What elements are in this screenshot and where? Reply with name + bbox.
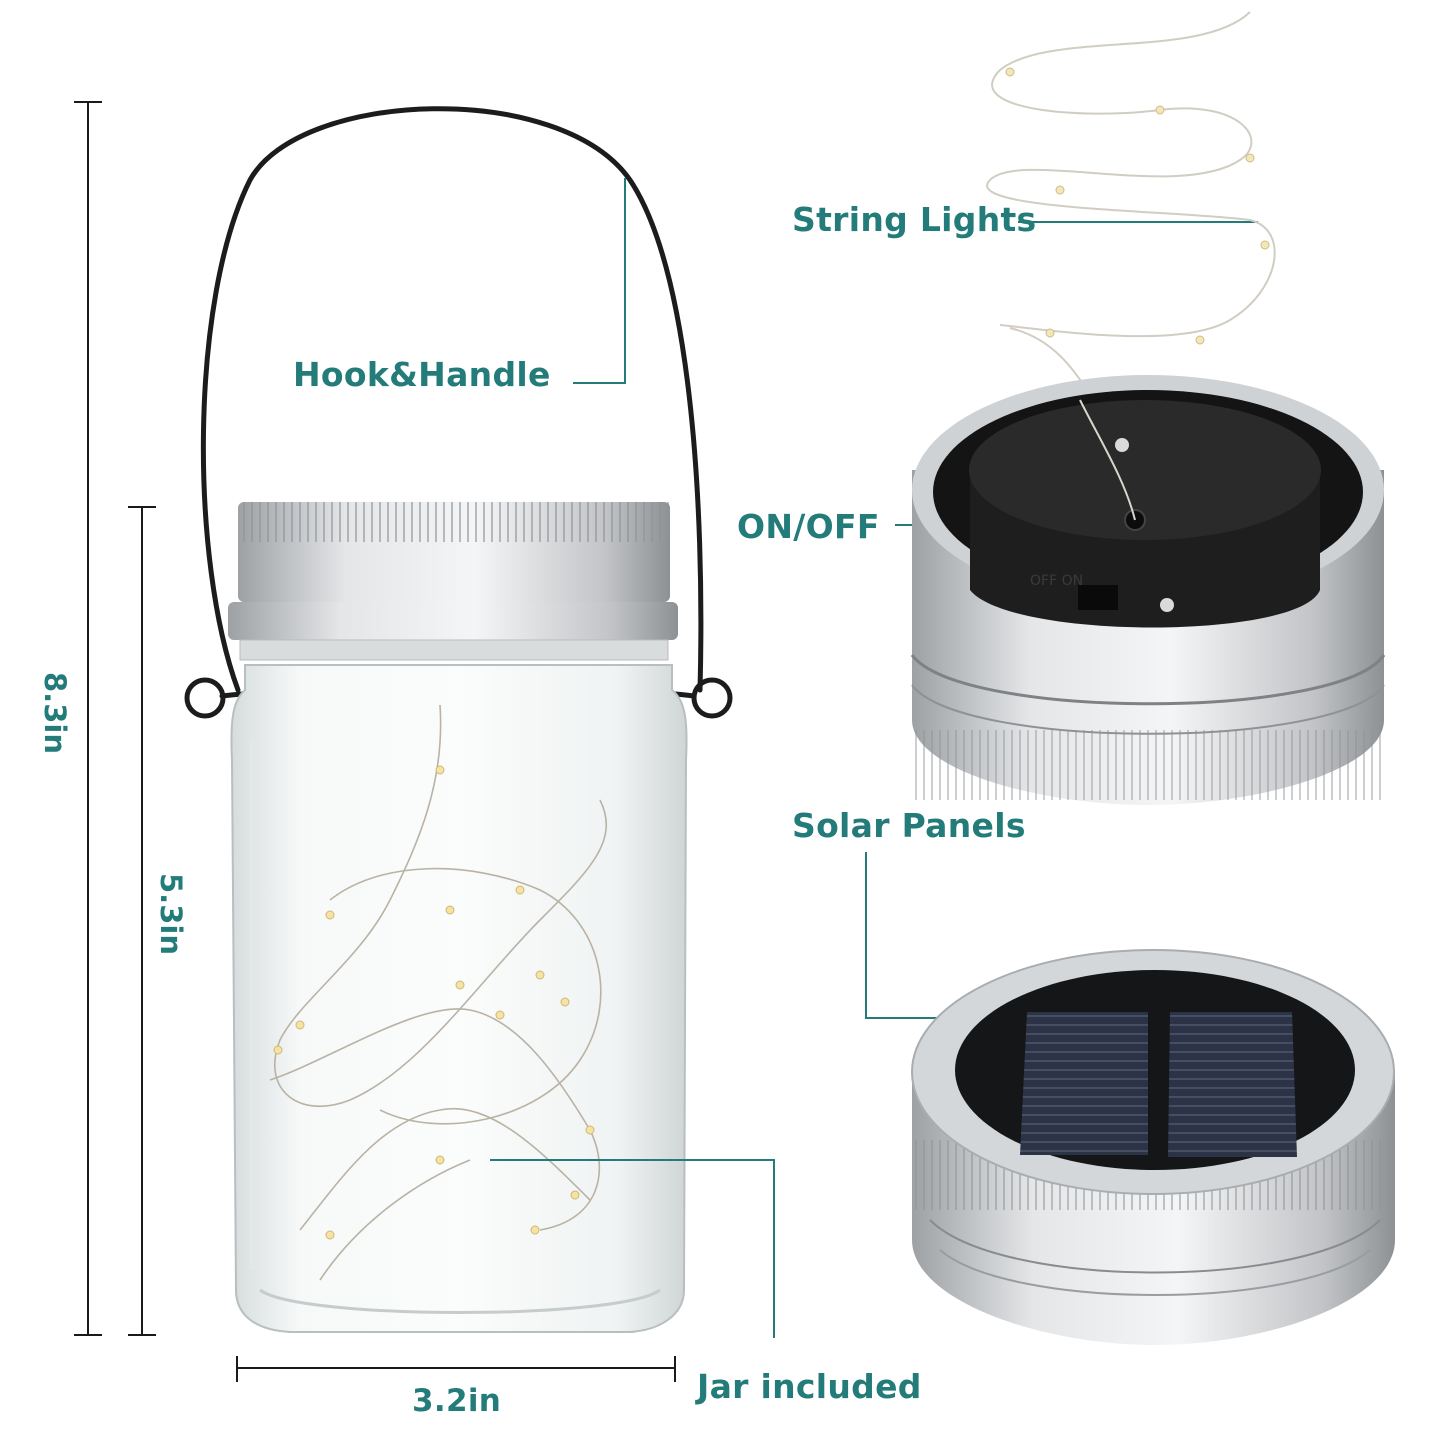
dimension-lines bbox=[74, 101, 676, 1382]
solar-lid bbox=[911, 949, 1395, 1345]
jar-height-label: 5.3in bbox=[154, 873, 188, 955]
hook-handle-label: Hook&Handle bbox=[293, 355, 551, 394]
glass-jar bbox=[230, 664, 688, 1333]
total-height-label: 8.3in bbox=[38, 672, 72, 754]
solar-panels-label: Solar Panels bbox=[792, 806, 1026, 845]
jar-width-label: 3.2in bbox=[412, 1383, 502, 1419]
fairy-lights-in-jar bbox=[269, 704, 608, 1281]
string-lights-label: String Lights bbox=[792, 200, 1037, 239]
jar-included-label: Jar included bbox=[697, 1367, 922, 1406]
jar-lid bbox=[228, 502, 678, 661]
switch-markings: OFF ON bbox=[1030, 573, 1083, 589]
lid-underside: OFF ON bbox=[910, 375, 1386, 805]
on-off-label: ON/OFF bbox=[737, 507, 880, 546]
led-beads bbox=[273, 765, 595, 1240]
